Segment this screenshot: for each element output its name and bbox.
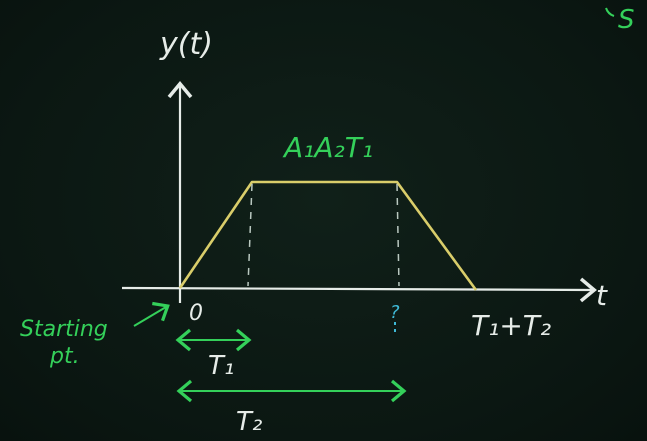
t1-label: T₁ (208, 351, 234, 381)
corner-stroke (605, 7, 615, 17)
origin-label: 0 (189, 301, 203, 326)
y-axis-label: y(t) (159, 27, 213, 62)
starting-point-label-2: pt. (49, 344, 80, 369)
starting-point-label: Starting (20, 317, 108, 342)
corner-text: S (618, 5, 635, 35)
question-mark: ? (390, 302, 400, 323)
end-label: T₁+T₂ (471, 309, 551, 342)
dashed-guide-right (396, 183, 400, 287)
starting-point-arrow (133, 301, 170, 327)
x-axis-label: t (596, 279, 608, 312)
plateau-label: A₁A₂T₁ (282, 131, 373, 164)
t2-label: T₂ (236, 407, 262, 437)
x-axis (121, 277, 597, 303)
output-trapezoid (178, 180, 478, 291)
dashed-guide-left (247, 183, 253, 287)
